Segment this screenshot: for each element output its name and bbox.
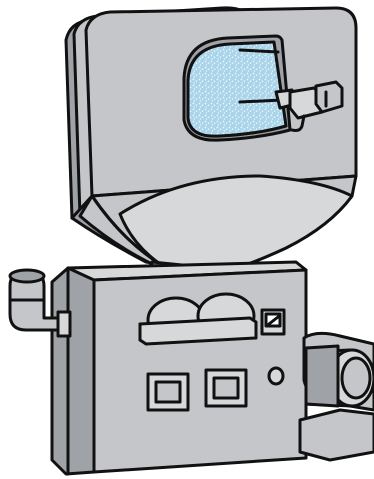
button-right-face bbox=[214, 378, 238, 398]
pipe-flange bbox=[58, 312, 70, 336]
indicator-light bbox=[269, 368, 283, 384]
sensor-cap bbox=[316, 82, 342, 112]
sensor-rod bbox=[240, 100, 282, 102]
gauge bbox=[262, 310, 284, 334]
button-left-face bbox=[156, 382, 180, 402]
motor-drum-inner bbox=[342, 358, 370, 398]
granules-inside-hopper bbox=[188, 42, 286, 136]
cabinet-rail bbox=[140, 318, 256, 344]
hopper bbox=[66, 8, 356, 282]
blower-motor bbox=[300, 333, 374, 460]
motor-base bbox=[300, 410, 374, 460]
hopper-window-top-edge bbox=[240, 50, 278, 52]
outlet-pipe-opening bbox=[10, 270, 44, 282]
cabinet-side bbox=[52, 268, 94, 474]
base-cabinet bbox=[10, 262, 306, 474]
motor-belt-cover bbox=[306, 346, 338, 406]
